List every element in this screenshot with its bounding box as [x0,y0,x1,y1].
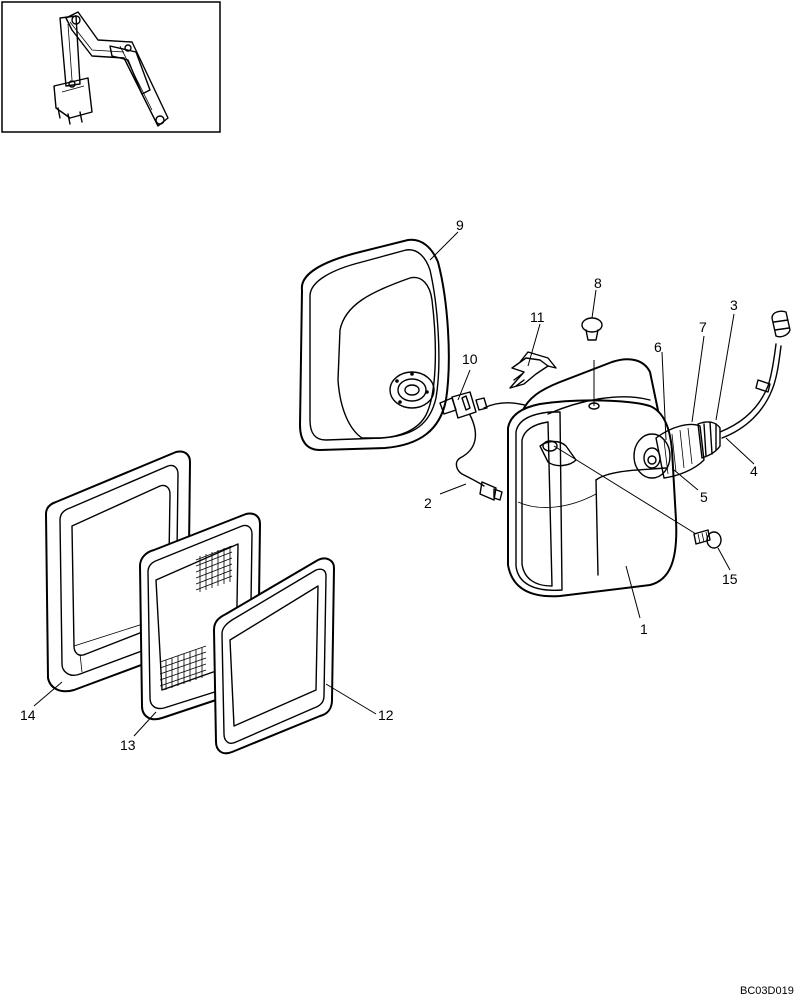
part-10-bulb-socket [439,391,488,419]
callout-14: 14 [20,707,36,723]
part-9-rear-cover [299,238,450,451]
part-11-spring-clip [509,351,557,389]
part-7-boot-seal [697,421,721,459]
callouts: 9 8 11 10 6 7 3 4 5 2 1 15 14 13 12 [20,217,758,753]
callout-12: 12 [378,707,394,723]
callout-9: 9 [456,217,464,233]
locator-inset [1,1,221,133]
part-15-screw [693,529,722,549]
callout-15: 15 [722,571,738,587]
callout-13: 13 [120,737,136,753]
lens-pattern-top [195,545,233,592]
part-3-connector [771,310,791,338]
callout-7: 7 [699,319,707,335]
callout-6: 6 [654,339,662,355]
callout-5: 5 [700,489,708,505]
diagram-code: BC03D019 [740,985,794,997]
part-4-cable [719,343,782,439]
callout-11: 11 [530,309,545,325]
callout-1: 1 [640,621,648,637]
callout-4: 4 [750,463,758,479]
excavator-arm-icon [53,11,169,127]
part-5-boot [655,423,705,479]
part-8-plug [581,317,603,341]
callout-3: 3 [730,297,738,313]
part-12-gasket [213,557,335,755]
callout-2: 2 [424,495,432,511]
callout-8: 8 [594,275,602,291]
lens-pattern-bottom [159,645,207,690]
leader-lines [33,231,755,737]
callout-10: 10 [462,351,478,367]
